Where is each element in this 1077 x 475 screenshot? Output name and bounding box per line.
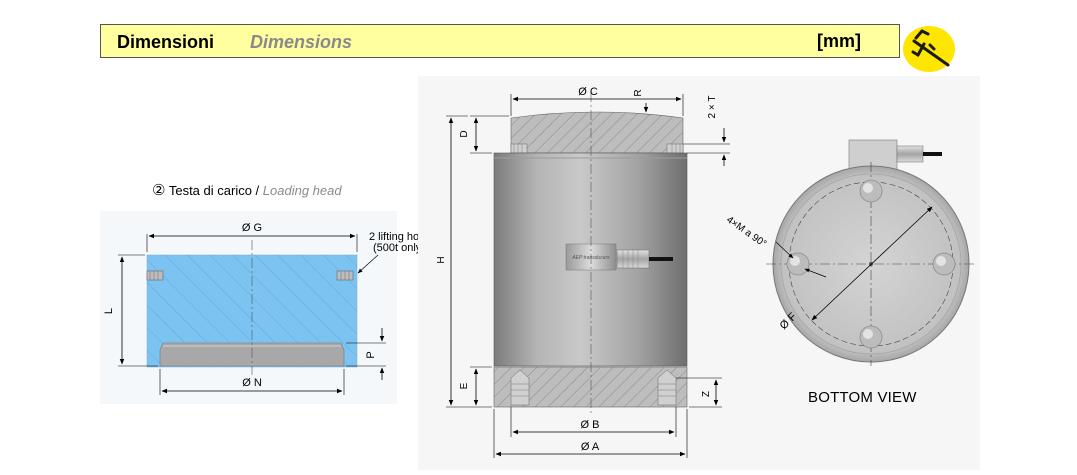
dim-h-label: H (436, 256, 447, 263)
lifting-holes-note-line1: 2 lifting holes (369, 231, 434, 243)
dim-e-label: E (459, 382, 470, 389)
section-title: Dimensioni (117, 32, 215, 52)
caption-number: ② (152, 182, 166, 199)
dim-p-label: P (365, 351, 377, 358)
dim-t-label: 2 × T (707, 96, 718, 119)
dim-r-label: R (633, 89, 644, 96)
bottom-view-title: BOTTOM VIEW (808, 389, 917, 406)
dim-c-label: Ø C (578, 86, 598, 98)
dim-z-label: Z (701, 391, 712, 397)
dim-b-label: Ø B (581, 419, 600, 431)
lifting-holes-note-line2: (500t only) (373, 242, 425, 254)
dim-g-label: Ø G (242, 222, 262, 234)
loading-head-caption: ② Testa di carico / Loading head (152, 181, 342, 199)
caption-italian: Testa di carico / (168, 183, 260, 198)
dim-n-label: Ø N (242, 377, 262, 389)
loading-head-drawing: Ø G Ø N L P 2 lifting holes (500t only) (100, 211, 434, 404)
caption-english: Loading head (262, 183, 342, 198)
section-subtitle: Dimensions (250, 32, 353, 52)
dim-a-label: Ø A (581, 441, 600, 453)
dim-d-label: D (459, 130, 470, 137)
unit-label: [mm] (817, 31, 861, 51)
caliper-icon (903, 26, 955, 72)
section-header-bar: Dimensioni Dimensions [mm] (100, 24, 900, 58)
dim-l-label: L (103, 308, 115, 314)
